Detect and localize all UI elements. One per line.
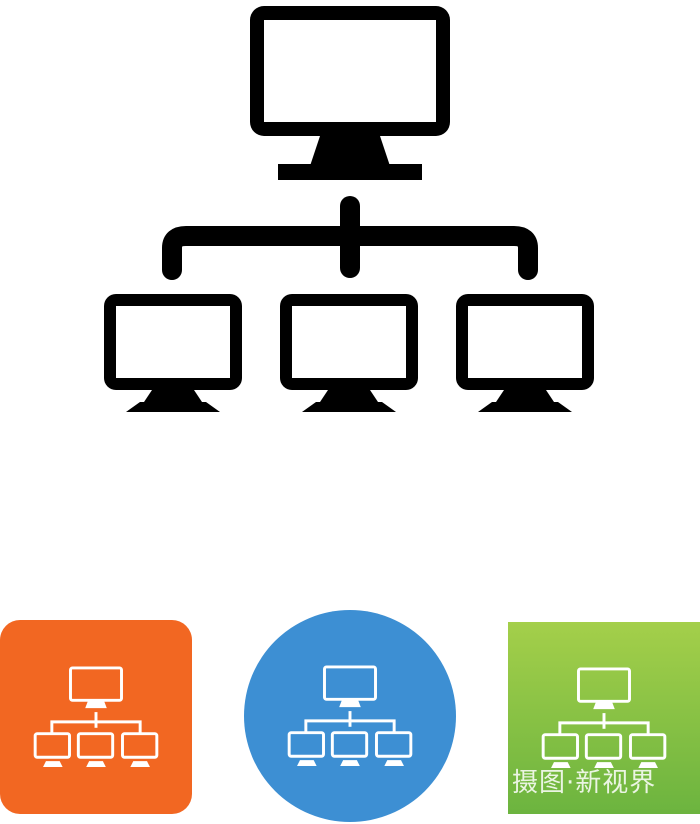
network-hierarchy-icon — [104, 6, 594, 412]
network-hierarchy-icon — [33, 666, 159, 768]
blue-variant-tile — [244, 610, 456, 822]
green-variant-tile — [508, 622, 700, 814]
middle-monitor-icon — [280, 294, 418, 412]
connector-lines — [162, 196, 538, 280]
orange-variant-tile — [0, 620, 192, 814]
watermark-logo-icon — [477, 766, 505, 794]
network-hierarchy-icon — [287, 665, 413, 767]
left-monitor-icon — [104, 294, 242, 412]
top-monitor-icon — [250, 6, 450, 180]
network-hierarchy-icon — [541, 667, 667, 769]
right-monitor-icon — [456, 294, 594, 412]
